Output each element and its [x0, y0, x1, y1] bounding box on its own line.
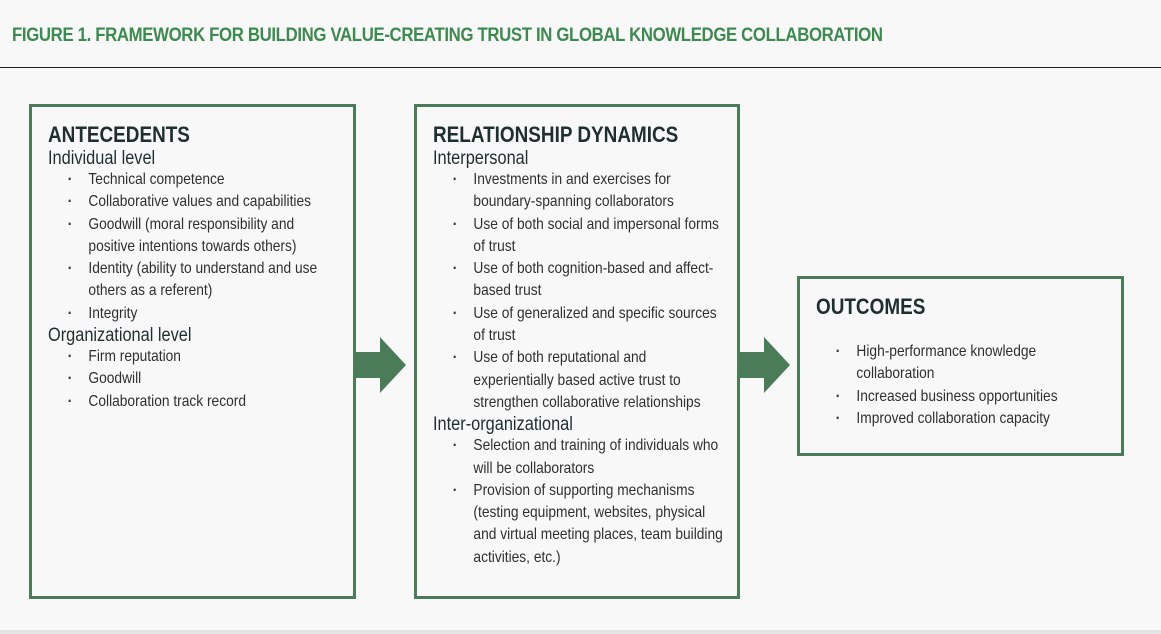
list-item: Improved collaboration capacity [836, 408, 1113, 431]
list-item: Use of both reputational and experientia… [453, 347, 726, 414]
interpersonal-list: Investments in and exercises for boundar… [433, 169, 725, 414]
list-item: Investments in and exercises for boundar… [453, 169, 726, 214]
list-item: Goodwill (moral responsibility and posit… [68, 214, 341, 259]
list-item: Technical competence [68, 169, 341, 192]
outcomes-box: OUTCOMES High-performance knowledge coll… [797, 276, 1124, 456]
antecedents-box: ANTECEDENTS Individual level Technical c… [29, 104, 356, 599]
inter-organizational-heading: Inter-organizational [433, 414, 573, 436]
list-item: Selection and training of individuals wh… [453, 435, 726, 480]
list-item: Use of both cognition-based and affect-b… [453, 258, 726, 303]
list-item: Use of generalized and specific sources … [453, 303, 726, 348]
inter-organizational-list: Selection and training of individuals wh… [433, 435, 725, 569]
list-item: Integrity [68, 303, 341, 326]
list-item: Firm reputation [68, 346, 341, 369]
list-item: Increased business opportunities [836, 386, 1113, 409]
outcomes-heading: OUTCOMES [816, 294, 926, 319]
right-arrow-icon [356, 337, 406, 393]
individual-level-list: Technical competence Collaborative value… [48, 169, 340, 325]
relationship-dynamics-heading: RELATIONSHIP DYNAMICS [433, 122, 679, 147]
organizational-level-list: Firm reputation Goodwill Collaboration t… [48, 346, 340, 413]
list-item: Identity (ability to understand and use … [68, 258, 341, 303]
list-item: Collaborative values and capabilities [68, 191, 341, 214]
right-arrow-icon [740, 337, 790, 393]
organizational-level-heading: Organizational level [48, 325, 192, 347]
list-item: Goodwill [68, 368, 341, 391]
title-divider [0, 67, 1161, 68]
relationship-dynamics-box: RELATIONSHIP DYNAMICS Interpersonal Inve… [414, 104, 740, 599]
list-item: High-performance knowledge collaboration [836, 341, 1113, 386]
list-item: Use of both social and impersonal forms … [453, 214, 726, 259]
bottom-divider [0, 630, 1161, 634]
individual-level-heading: Individual level [48, 148, 156, 169]
interpersonal-heading: Interpersonal [433, 148, 529, 169]
list-item: Collaboration track record [68, 391, 341, 414]
figure-title: FIGURE 1. FRAMEWORK FOR BUILDING VALUE-C… [12, 24, 883, 46]
list-item: Provision of supporting mechanisms (test… [453, 480, 726, 569]
antecedents-heading: ANTECEDENTS [48, 122, 190, 147]
outcomes-list: High-performance knowledge collaboration… [816, 341, 1113, 430]
